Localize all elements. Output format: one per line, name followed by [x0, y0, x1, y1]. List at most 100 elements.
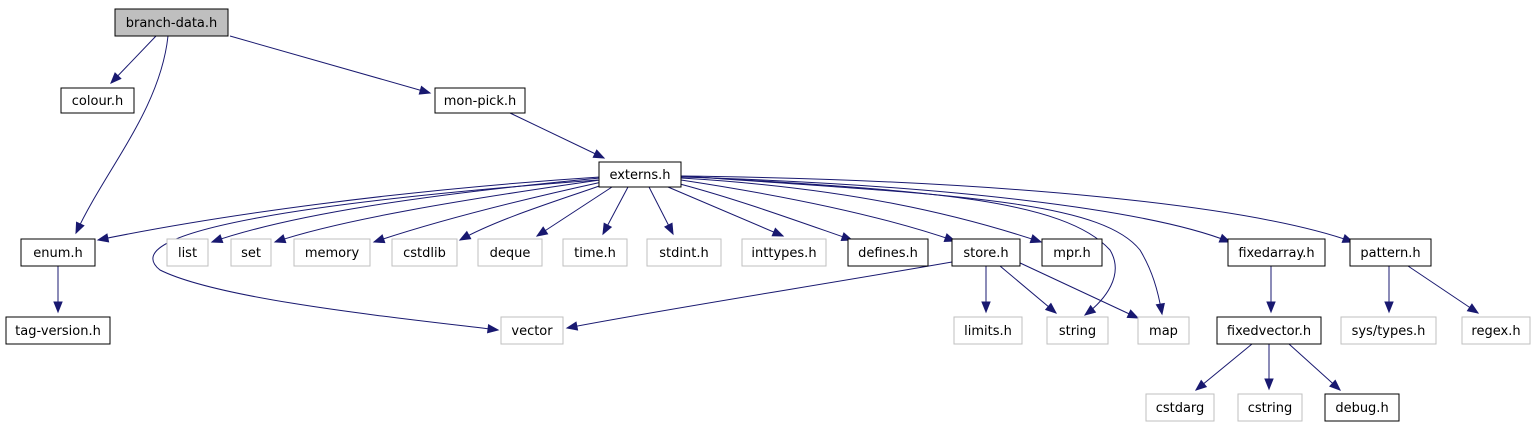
node-label: externs.h [609, 168, 670, 183]
edge-arrowhead [210, 234, 224, 244]
node-pattern[interactable]: pattern.h [1349, 238, 1432, 267]
edge-arrowhead [535, 226, 549, 237]
node-box [434, 87, 526, 114]
node-colour[interactable]: colour.h [60, 87, 135, 114]
node-mon-pick[interactable]: mon-pick.h [434, 87, 526, 114]
edge-line [667, 186, 784, 237]
node-box [500, 316, 564, 345]
edge-arrowhead [981, 301, 991, 314]
edge-line [680, 177, 1042, 243]
node-label: fixedarray.h [1238, 246, 1314, 261]
node-label: map [1149, 324, 1178, 339]
node-time: time.h [562, 238, 628, 267]
edge-arrowhead [602, 222, 613, 236]
edge-arrowhead [418, 85, 432, 95]
node-label: time.h [574, 246, 616, 261]
node-externs[interactable]: externs.h [598, 161, 682, 188]
node-list: list [166, 238, 209, 267]
node-debug[interactable]: debug.h [1324, 393, 1400, 422]
edge-pattern-to-sys-types [1384, 266, 1394, 314]
edge-externs-to-deque [535, 186, 613, 237]
edge-mon-pick-to-externs [509, 112, 606, 159]
node-label: pattern.h [1360, 246, 1420, 261]
node-box [1461, 316, 1531, 345]
graph-edges [53, 35, 1480, 391]
edge-line [1195, 343, 1253, 391]
node-box [1227, 238, 1326, 267]
node-label: deque [490, 246, 531, 261]
edge-line [509, 112, 605, 159]
edge-arrowhead [771, 227, 785, 237]
edge-pattern-to-regex [1407, 265, 1480, 314]
edge-arrowhead [1194, 379, 1208, 391]
edge-externs-to-time [602, 186, 629, 236]
node-box [1340, 316, 1437, 345]
edge-arrowhead [1044, 302, 1058, 314]
edge-line [680, 175, 1163, 315]
node-box [60, 87, 135, 114]
edge-line [97, 176, 601, 241]
edge-line [1407, 265, 1479, 314]
edge-line [459, 183, 606, 241]
edge-line [680, 176, 1231, 243]
edge-externs-to-string [680, 175, 1116, 316]
edge-arrowhead [110, 72, 122, 84]
node-label: inttypes.h [751, 246, 816, 261]
node-fixedarray[interactable]: fixedarray.h [1227, 238, 1326, 267]
node-stdint: stdint.h [646, 238, 722, 267]
edge-externs-to-stdint [648, 186, 674, 236]
node-box [114, 8, 229, 37]
edge-externs-to-map [680, 175, 1165, 316]
node-set: set [230, 238, 272, 267]
edge-fixedvector-to-cstring [1264, 344, 1274, 391]
edge-line [566, 261, 953, 329]
edge-arrowhead [273, 234, 287, 244]
edge-line [679, 183, 853, 241]
node-label: list [178, 246, 197, 261]
edge-fixedvector-to-debug [1288, 343, 1341, 391]
node-map: map [1137, 316, 1190, 345]
edge-line [680, 179, 956, 242]
edge-line [999, 265, 1057, 314]
node-label: debug.h [1335, 401, 1388, 416]
node-label: vector [511, 324, 553, 339]
node-fixedvector[interactable]: fixedvector.h [1216, 316, 1322, 345]
node-box [741, 238, 827, 267]
edge-branch-data-to-colour [110, 35, 157, 84]
node-label: cstdarg [1156, 401, 1205, 416]
node-label: colour.h [72, 94, 123, 109]
edge-arrowhead [1083, 304, 1097, 316]
node-label: fixedvector.h [1227, 324, 1311, 339]
node-branch-data[interactable]: branch-data.h [114, 8, 229, 37]
edge-arrowhead [1264, 378, 1274, 391]
node-vector: vector [500, 316, 564, 345]
node-defines[interactable]: defines.h [847, 238, 929, 267]
edge-externs-to-inttypes [667, 186, 785, 237]
edge-externs-to-cstdlib [458, 183, 606, 241]
node-box [847, 238, 929, 267]
edge-line [536, 186, 613, 237]
edge-line [229, 35, 431, 94]
node-label: tag-version.h [15, 324, 101, 339]
edge-arrowhead [458, 230, 472, 241]
edge-arrowhead [96, 233, 110, 243]
edge-store-to-limits [981, 266, 991, 314]
node-box [20, 238, 96, 267]
node-tag-version[interactable]: tag-version.h [5, 316, 111, 345]
node-box [951, 238, 1021, 267]
edge-enum-to-tag-version [53, 266, 63, 314]
node-box [1137, 316, 1190, 345]
node-mpr[interactable]: mpr.h [1041, 238, 1103, 267]
node-box [1349, 238, 1432, 267]
edge-arrowhead [1266, 301, 1276, 314]
edge-line [680, 175, 1354, 243]
edge-arrowhead [1218, 233, 1232, 243]
edge-arrowhead [1466, 303, 1480, 314]
node-inttypes: inttypes.h [741, 238, 827, 267]
node-deque: deque [477, 238, 543, 267]
node-enum[interactable]: enum.h [20, 238, 96, 267]
node-box [598, 161, 682, 188]
node-store[interactable]: store.h [951, 238, 1021, 267]
node-label: memory [305, 246, 360, 261]
